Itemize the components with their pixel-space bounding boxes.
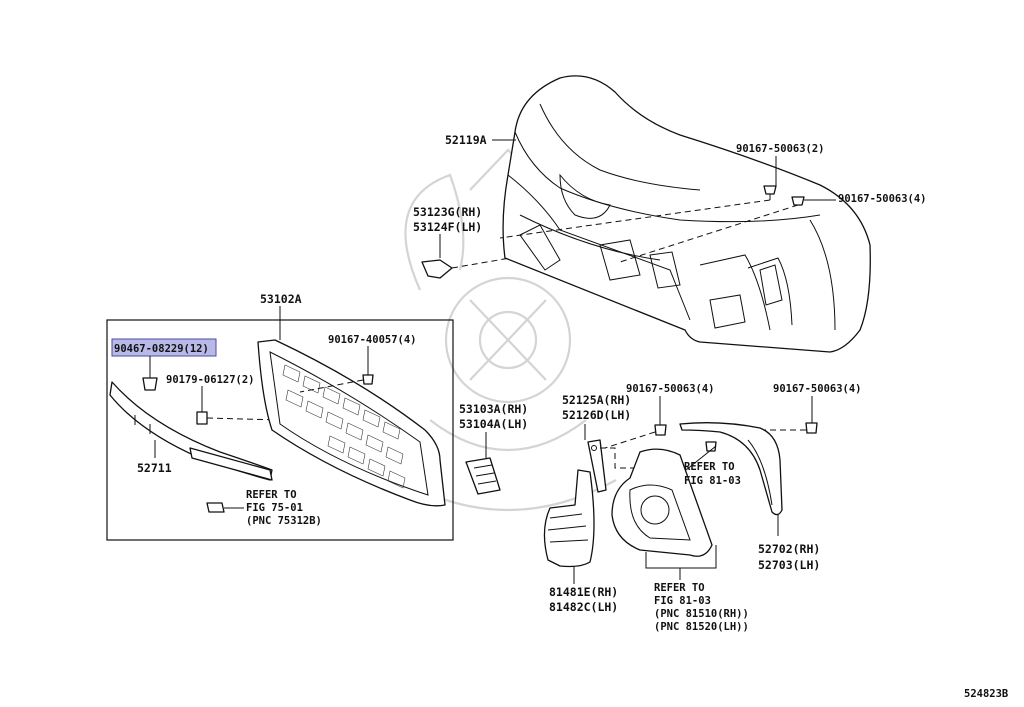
label-90167-40057: 90167-40057(4) bbox=[328, 334, 417, 346]
part-ref-75312B bbox=[206, 502, 225, 513]
label-52702: 52702(RH) bbox=[758, 542, 820, 556]
label-ref3-line3: (PNC 81510(RH)) bbox=[654, 608, 749, 620]
label-ref1-line2: FIG 75-01 bbox=[246, 502, 303, 514]
clip-90167-50063-b bbox=[791, 196, 805, 206]
label-ref2-line2: FIG 81-03 bbox=[684, 475, 741, 487]
label-90167-50063-4-right: 90167-50063(4) bbox=[773, 383, 862, 395]
clip-90179 bbox=[196, 411, 208, 425]
bolt-90167-50063-right bbox=[805, 422, 818, 434]
label-90167-50063-2: 90167-50063(2) bbox=[736, 143, 825, 155]
label-90167-50063-4-top: 90167-50063(4) bbox=[838, 193, 927, 205]
bolt-90167-50063-mid bbox=[654, 424, 667, 436]
label-53124F: 53124F(LH) bbox=[413, 220, 482, 234]
clip-90467 bbox=[142, 377, 158, 391]
grille-53102A bbox=[257, 339, 446, 507]
diagram-id: 524823B bbox=[964, 688, 1008, 700]
label-53102A: 53102A bbox=[260, 292, 302, 306]
label-90467-08229[interactable]: 90467-08229(12) bbox=[114, 343, 209, 355]
label-ref3-line4: (PNC 81520(LH)) bbox=[654, 621, 749, 633]
label-ref1-line1: REFER TO bbox=[246, 489, 297, 501]
grille-mesh bbox=[282, 364, 406, 489]
label-90179-06127: 90179-06127(2) bbox=[166, 374, 255, 386]
label-52125A: 52125A(RH) bbox=[562, 393, 631, 407]
label-ref3-line1: REFER TO bbox=[654, 582, 705, 594]
bracket-53123G bbox=[421, 259, 453, 279]
label-ref1-line3: (PNC 75312B) bbox=[246, 515, 322, 527]
label-ref2-line1: REFER TO bbox=[684, 461, 735, 473]
label-ref3-line2: FIG 81-03 bbox=[654, 595, 711, 607]
label-90167-50063-4-mid: 90167-50063(4) bbox=[626, 383, 715, 395]
bumper-cover-52119A bbox=[502, 75, 871, 353]
label-52119A: 52119A bbox=[445, 133, 487, 147]
moulding-52711 bbox=[109, 381, 273, 481]
label-53104A: 53104A(LH) bbox=[459, 417, 528, 431]
label-53123G: 53123G(RH) bbox=[413, 205, 482, 219]
label-81481E: 81481E(RH) bbox=[549, 585, 618, 599]
bracket-53103A bbox=[465, 457, 501, 495]
highlight-box-90467 bbox=[111, 338, 217, 357]
foglamp-housing bbox=[611, 448, 713, 557]
lamp-bezel-81481E bbox=[543, 469, 595, 568]
label-52126D: 52126D(LH) bbox=[562, 408, 631, 422]
label-52711: 52711 bbox=[137, 461, 172, 475]
bolt-90167-40057 bbox=[362, 374, 374, 385]
screw-fog bbox=[705, 441, 717, 452]
clip-90167-50063-a bbox=[763, 185, 777, 200]
label-52703: 52703(LH) bbox=[758, 558, 820, 572]
bracket-52125A bbox=[587, 439, 607, 493]
label-81482C: 81482C(LH) bbox=[549, 600, 618, 614]
label-53103A: 53103A(RH) bbox=[459, 402, 528, 416]
